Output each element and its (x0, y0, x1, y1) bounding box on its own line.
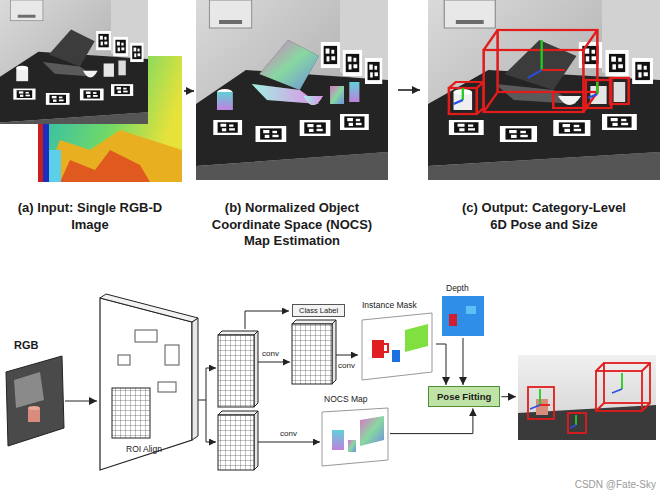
panel-caption: (b) Normalized Object Coordinate Space (… (199, 200, 385, 250)
connector-arrow (398, 89, 420, 91)
panel-caption: (a) Input: Single RGB-D Image (0, 200, 180, 233)
pose-fitting-box: Pose Fitting (428, 386, 500, 407)
operation-label: conv (338, 361, 355, 371)
output-label: NOCS Map (324, 394, 367, 404)
output-label: Class Label (299, 306, 338, 315)
pose-photo (428, 0, 660, 180)
input-label: Depth (446, 283, 469, 293)
rgb-image: RGB (6, 356, 64, 446)
input-panel: (a) Input: Single RGB-D Image (0, 0, 182, 182)
nocs-map-image (322, 408, 388, 466)
nocs-panel: (b) Normalized Object Coordinate Space (… (196, 0, 388, 180)
connector-arrow (463, 338, 464, 385)
connector-arrow (184, 90, 194, 92)
depth-image-small (442, 296, 484, 336)
nocs-photo (196, 0, 388, 180)
connector-arrow (436, 344, 446, 385)
input-label: RGB (14, 339, 38, 352)
process-label: Pose Fitting (437, 391, 491, 402)
operation-label: conv (280, 429, 297, 439)
layer-label: ROI Align (126, 444, 162, 454)
connector-arrow (65, 401, 97, 402)
panel-caption: (c) Output: Category-Level 6D Pose and S… (456, 200, 632, 233)
backbone-block: ROI Align (98, 298, 198, 470)
nocs-map: NOCS Map (318, 394, 390, 466)
operation-label: conv (262, 349, 279, 359)
instance-mask: Instance Mask (358, 300, 436, 380)
output-label: Instance Mask (362, 300, 417, 310)
feature-maps (218, 320, 336, 470)
watermark: CSDN @Fate-Sky (575, 479, 656, 491)
output-image (518, 355, 656, 440)
class-label-bar: Class Label (292, 304, 345, 317)
connector-arrow (390, 408, 473, 433)
output-arrow (501, 396, 516, 397)
output-panel: (c) Output: Category-Level 6D Pose and S… (428, 0, 660, 180)
rgb-input-image (6, 356, 64, 446)
rgb-photo (0, 0, 148, 133)
depth-map: Depth (440, 283, 486, 338)
instance-mask-image (362, 313, 432, 380)
backbone (100, 294, 198, 470)
